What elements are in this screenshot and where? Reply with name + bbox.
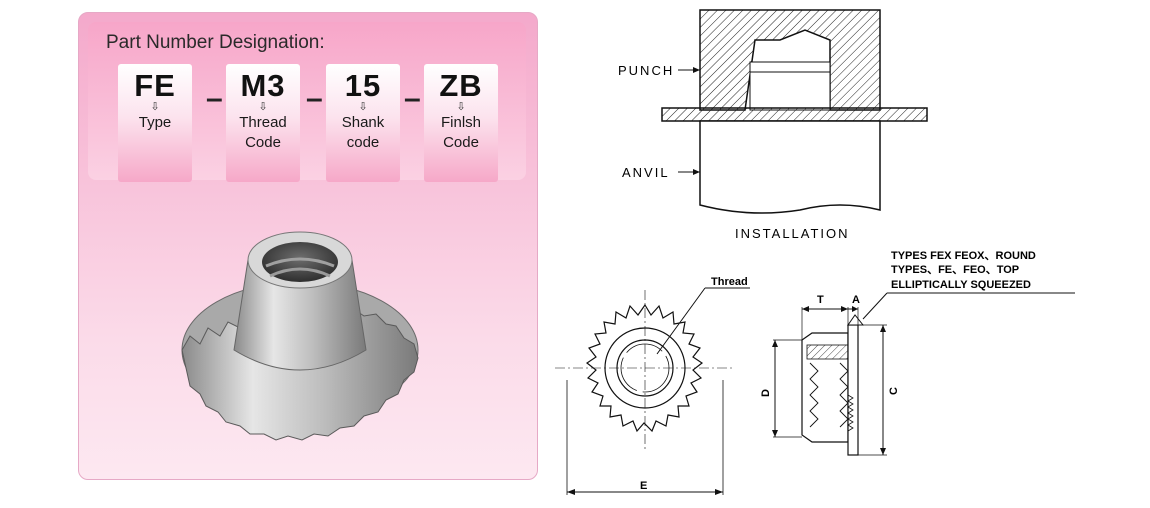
installation-diagram: PUNCH ANVIL INSTALLATION xyxy=(618,9,928,241)
note-line-1: TYPES FEX FEOX、ROUND xyxy=(891,250,1036,262)
finish-label-line1: Finlsh xyxy=(440,114,481,131)
punch-label: PUNCH xyxy=(618,63,674,78)
part-number-designation: Part Number Designation: FE ⇩ Type – M3 … xyxy=(88,22,526,182)
down-arrow-icon: ⇩ xyxy=(258,101,268,113)
down-arrow-icon: ⇩ xyxy=(456,101,466,113)
type-box: FE ⇩ Type xyxy=(118,64,192,182)
separator-dash: – xyxy=(306,82,323,115)
note-line-2: TYPES、FE、FEO、TOP xyxy=(891,264,1019,276)
nut-body xyxy=(233,231,367,371)
shank-code-box: 15 ⇩ Shank code xyxy=(326,64,400,182)
type-code: FE xyxy=(134,68,176,103)
down-arrow-icon: ⇩ xyxy=(358,101,368,113)
thread-section xyxy=(806,344,852,360)
sheet xyxy=(661,107,928,122)
installation-caption: INSTALLATION xyxy=(735,226,850,241)
note-line-3: ELLIPTICALLY SQUEEZED xyxy=(891,279,1031,291)
shank-label-line2: code xyxy=(346,134,380,151)
thread-code: M3 xyxy=(240,68,286,103)
thread-label-line2: Code xyxy=(245,134,281,151)
side-view-drawing: T A D C TYPES FEX FEOX、ROUND TYPES、FE、FE… xyxy=(760,250,1075,456)
shank-label-line1: Shank xyxy=(341,114,385,131)
dim-e-label: E xyxy=(640,480,647,492)
dim-d-label: D xyxy=(760,389,772,397)
thread-label: Thread xyxy=(711,276,748,288)
dim-t-label: T xyxy=(817,294,824,306)
nut-section xyxy=(749,61,831,111)
flange xyxy=(847,324,859,456)
down-arrow-icon: ⇩ xyxy=(150,101,160,113)
top-view-drawing: Thread E xyxy=(555,276,750,495)
finish-code-box: ZB ⇩ Finlsh Code xyxy=(424,64,498,182)
anvil xyxy=(699,120,881,214)
dim-c-label: C xyxy=(888,387,900,395)
thread-profile xyxy=(809,362,849,428)
thread-label-line1: Thread xyxy=(239,114,287,131)
separator-dash: – xyxy=(404,82,421,115)
finish-label-line2: Code xyxy=(443,134,479,151)
thread-code-box: M3 ⇩ Thread Code xyxy=(226,64,300,182)
dim-a-label: A xyxy=(852,294,860,306)
finish-code: ZB xyxy=(439,68,483,103)
type-label: Type xyxy=(138,114,172,131)
anvil-label: ANVIL xyxy=(622,165,670,180)
designation-title: Part Number Designation: xyxy=(106,32,325,53)
shank-code: 15 xyxy=(344,68,382,103)
separator-dash: – xyxy=(206,82,223,115)
nut-product-image xyxy=(181,231,419,441)
